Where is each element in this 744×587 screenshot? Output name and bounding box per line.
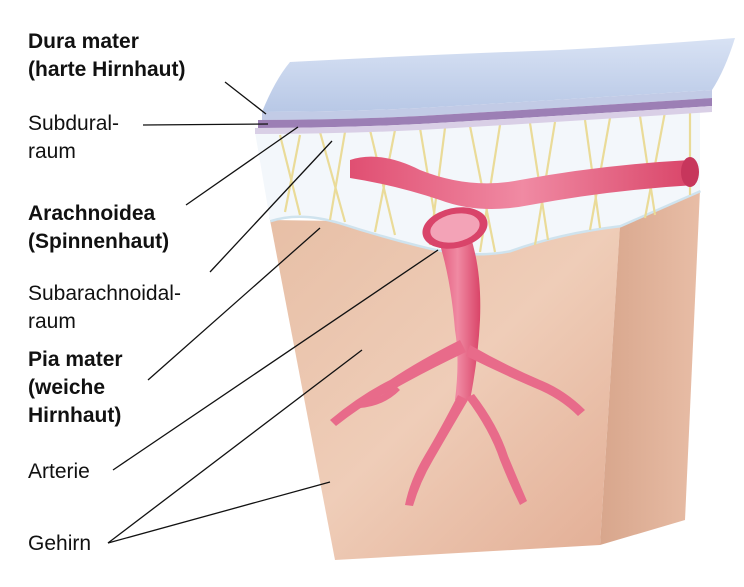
dura-mater bbox=[255, 38, 735, 134]
label-gehirn: Gehirn bbox=[28, 532, 92, 555]
artery bbox=[330, 156, 699, 506]
label-pia-mater: Pia mater (weiche Hirnhaut) bbox=[28, 346, 123, 430]
label-subarachnoidal-line2: raum bbox=[28, 310, 76, 333]
label-subarachnoidal-line1: Subarachnoidal- bbox=[28, 282, 181, 305]
label-arterie: Arterie bbox=[28, 460, 90, 483]
leader-lines bbox=[107, 81, 439, 544]
label-subdural-line2: raum bbox=[28, 140, 76, 163]
label-pia-line2: (weiche bbox=[28, 376, 106, 399]
label-arachnoidea-line1: Arachnoidea bbox=[28, 202, 156, 225]
label-subdural-space: Subdural- raum bbox=[28, 110, 119, 166]
subarachnoid-space bbox=[255, 100, 700, 254]
label-subarachnoid-space: Subarachnoidal- raum bbox=[28, 280, 181, 336]
label-dura-mater: Dura mater (harte Hirnhaut) bbox=[28, 28, 186, 84]
label-arachnoidea-line2: (Spinnenhaut) bbox=[28, 230, 170, 253]
label-pia-line3: Hirnhaut) bbox=[28, 404, 122, 427]
label-pia-line1: Pia mater bbox=[28, 348, 123, 371]
label-subdural-line1: Subdural- bbox=[28, 112, 120, 135]
label-dura-line1: Dura mater bbox=[28, 30, 139, 53]
label-arachnoidea: Arachnoidea (Spinnenhaut) bbox=[28, 200, 169, 256]
label-dura-line2: (harte Hirnhaut) bbox=[28, 58, 186, 81]
